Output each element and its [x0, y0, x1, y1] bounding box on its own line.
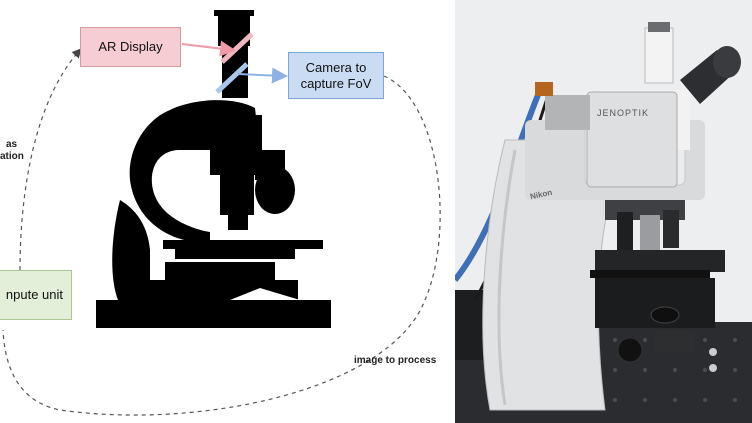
ar-display-label: AR Display — [98, 39, 163, 54]
camera-label-line1: Camera to — [305, 59, 367, 75]
compute-unit-label: npute unit — [5, 287, 63, 302]
compute-unit-box: npute unit — [0, 270, 72, 320]
diagram-svg — [2, 10, 441, 416]
image-to-process-label: image to process — [354, 355, 437, 366]
photo-svg — [455, 0, 752, 423]
side-label-line1: as — [6, 139, 18, 150]
dashed-path-from-camera — [2, 75, 441, 416]
microscope-silhouette — [96, 10, 331, 328]
microscope-photo: JENOPTIK Nikon — [455, 0, 752, 423]
side-label: as ation — [0, 139, 24, 163]
camera-arrow — [237, 67, 288, 84]
brand-label-jenoptik: JENOPTIK — [597, 108, 650, 118]
beam-splitter-pink — [220, 32, 254, 64]
camera-box: Camera to capture FoV — [288, 52, 384, 99]
camera-label-line2: capture FoV — [300, 75, 372, 91]
ar-display-box: AR Display — [80, 27, 181, 67]
beam-splitter-blue — [215, 62, 249, 94]
dashed-path-to-ar — [19, 48, 82, 271]
diagram-panel: AR Display Camera to capture FoV npute u… — [0, 10, 441, 416]
ar-arrow — [181, 40, 236, 57]
side-label-line2: ation — [0, 151, 24, 162]
